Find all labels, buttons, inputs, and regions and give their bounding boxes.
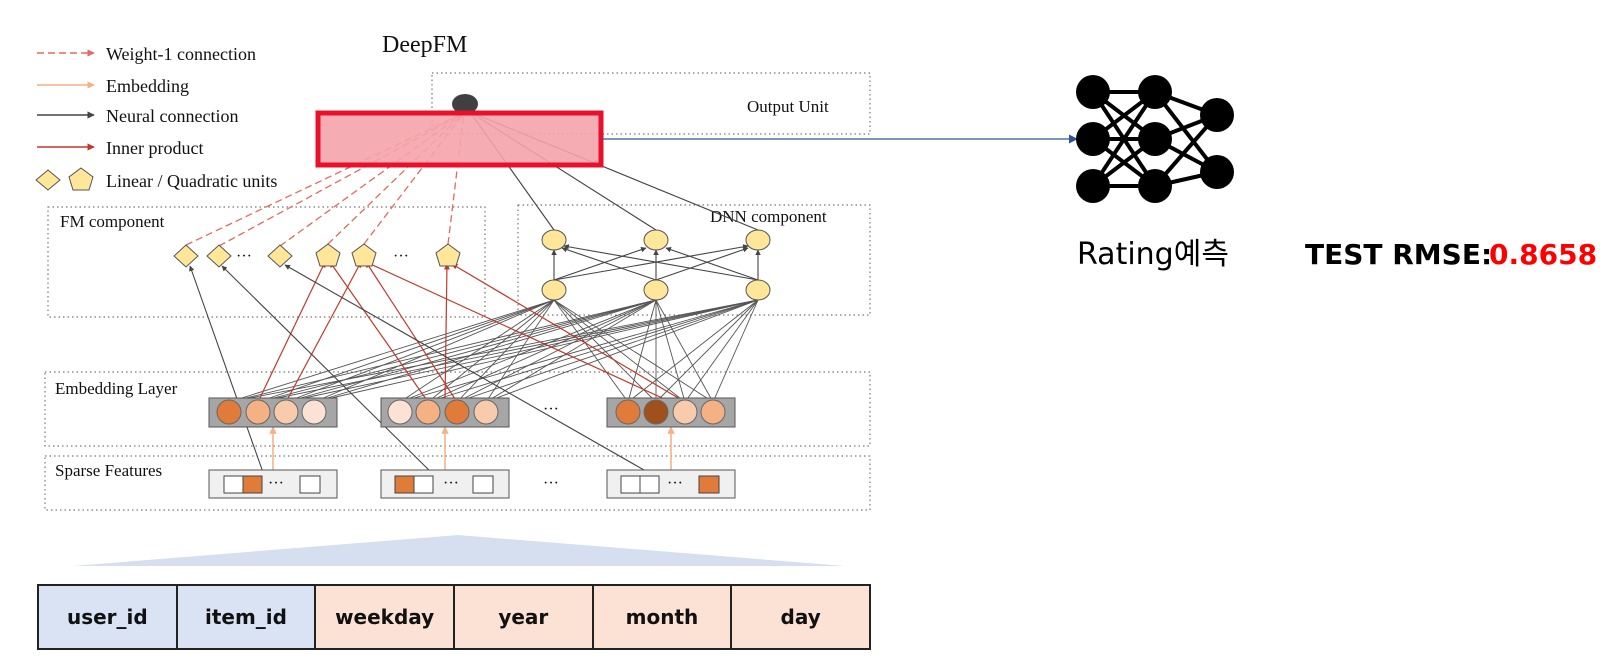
- feature-row: user_id item_id weekday year month day: [37, 584, 871, 650]
- sparse-ellipsis-2: ···: [443, 475, 459, 492]
- linear-unit-3: [267, 244, 293, 268]
- feature-trapezoid: [73, 535, 845, 566]
- legend-label-inner: Inner product: [106, 138, 203, 158]
- rmse-value: 0.8658: [1489, 238, 1597, 271]
- dnn-component-box: [517, 204, 871, 316]
- legend-pentagon-icon: [68, 167, 94, 191]
- sparse-ellipsis-4: ···: [667, 475, 683, 492]
- embedding-ellipsis: ···: [543, 401, 559, 418]
- feature-cell-weekday: weekday: [314, 584, 455, 650]
- sparse-groups: [208, 469, 736, 499]
- linear-unit-1: [173, 244, 199, 268]
- section-boxes: [44, 72, 871, 511]
- neural-network-icon: [1076, 75, 1234, 203]
- legend: Weight-1 connection Embedding Neural con…: [35, 44, 277, 191]
- sparse-features-label: Sparse Features: [55, 461, 162, 480]
- dnn-component-label: DNN component: [710, 207, 827, 226]
- feature-cell-item-id: item_id: [175, 584, 317, 650]
- feature-cell-month: month: [591, 584, 733, 650]
- fm-ellipsis-1: ···: [236, 248, 252, 265]
- legend-label-units: Linear / Quadratic units: [106, 171, 277, 191]
- sparse-features-box: [44, 455, 871, 511]
- embedding-layer-box: [44, 371, 871, 447]
- sparse-ellipsis-1: ···: [268, 475, 284, 492]
- quadratic-unit-3: [435, 243, 461, 267]
- diagram-title: DeepFM: [382, 32, 467, 58]
- linear-connections: [189, 264, 659, 479]
- legend-diamond-icon: [35, 169, 61, 191]
- dnn-units: [541, 229, 771, 301]
- output-unit-box: [431, 72, 871, 135]
- embedding-to-dnn-connections: [228, 299, 759, 403]
- quadratic-unit-1: [315, 243, 341, 267]
- inner-product-connections: [257, 261, 686, 403]
- output-node: [452, 94, 478, 114]
- legend-label-embedding: Embedding: [106, 76, 189, 96]
- rmse-label: TEST RMSE:: [1305, 238, 1492, 271]
- linear-unit-2: [206, 244, 232, 268]
- rating-caption: Rating예측: [1077, 237, 1229, 272]
- fm-units: [173, 243, 461, 268]
- feature-table: user_id item_id weekday year month day: [37, 584, 871, 650]
- highlight-box: [315, 110, 604, 168]
- embedding-arrows: [269, 426, 675, 470]
- feature-cell-user-id: user_id: [37, 584, 178, 650]
- embedding-groups: [208, 397, 736, 428]
- quadratic-unit-2: [351, 243, 377, 267]
- legend-label-neural: Neural connection: [106, 106, 238, 126]
- embedding-layer-label: Embedding Layer: [55, 379, 178, 398]
- legend-label-weight1: Weight-1 connection: [106, 44, 256, 64]
- feature-cell-year: year: [452, 584, 594, 650]
- fm-ellipsis-2: ···: [393, 248, 409, 265]
- fm-component-box: [47, 206, 486, 318]
- output-unit-label: Output Unit: [747, 97, 829, 116]
- sparse-ellipsis-3: ···: [543, 475, 559, 492]
- dnn-hidden-connections: [551, 244, 761, 281]
- fm-component-label: FM component: [60, 212, 165, 231]
- feature-cell-day: day: [730, 584, 871, 650]
